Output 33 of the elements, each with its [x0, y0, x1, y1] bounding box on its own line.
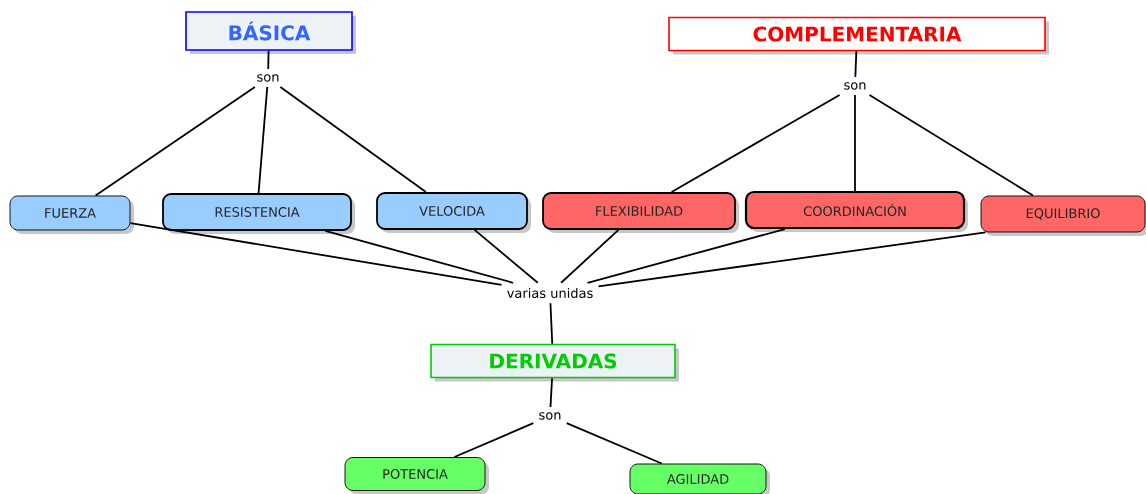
connector-line [549, 302, 554, 345]
concept-box: COORDINACIÓN [744, 190, 968, 232]
concept-title-box: DERIVADAS [430, 343, 679, 382]
concept-box: RESISTENCIA [162, 193, 355, 234]
connector-line [854, 94, 856, 192]
connector-line [453, 422, 535, 458]
connector-line [586, 228, 786, 284]
linking-phrase: son [844, 82, 866, 90]
connector-line [94, 86, 256, 197]
connector-line [597, 231, 987, 288]
concept-box: EQUILIBRIO [980, 195, 1146, 236]
connector-line [473, 229, 539, 284]
connector-line [549, 377, 553, 408]
connector-line [267, 49, 270, 70]
connector-line [324, 230, 514, 284]
connector-line [670, 94, 841, 193]
connector-line [565, 422, 663, 465]
concept-box: AGILIDAD [629, 463, 770, 494]
connector-line [854, 50, 858, 78]
concept-title-box: COMPLEMENTARIA [668, 16, 1049, 55]
linking-phrase: varias unidas [507, 287, 593, 299]
concept-box: FUERZA [9, 195, 134, 234]
concept-title-box: BÁSICA [185, 11, 356, 54]
connector-line [257, 86, 269, 194]
connector-line [279, 86, 427, 193]
connector-line [868, 94, 1034, 197]
connector-line [560, 229, 620, 284]
concept-box: VELOCIDA [376, 192, 531, 233]
concept-box: POTENCIA [344, 457, 489, 494]
concept-box: FLEXIBILIDAD [542, 192, 739, 233]
linking-phrase: son [539, 412, 561, 420]
linking-phrase: son [257, 74, 279, 82]
connector-line [129, 222, 503, 286]
